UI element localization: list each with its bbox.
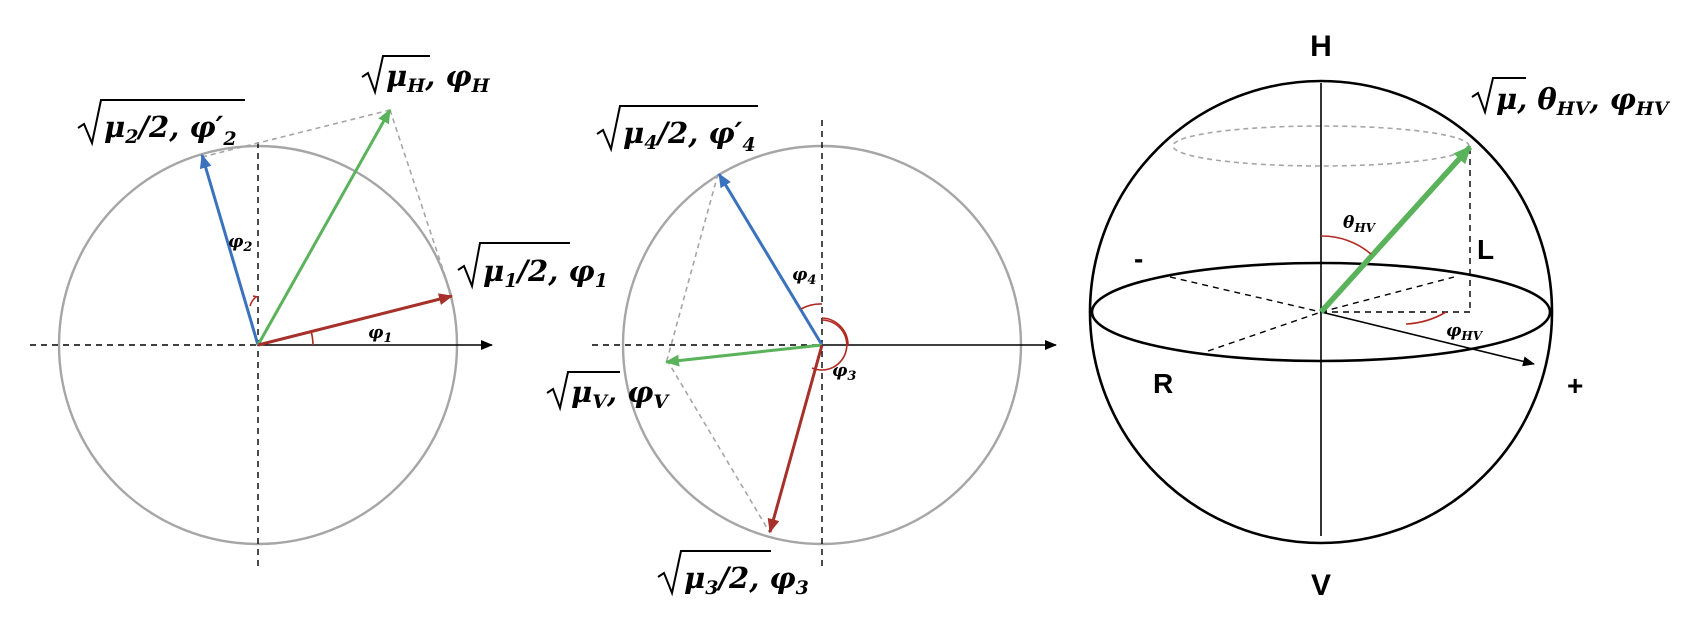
pole-label-H: H — [1310, 30, 1332, 63]
construction-edge-lower — [666, 359, 771, 534]
vector-mu3 — [767, 344, 824, 533]
construction-edge-upper — [666, 173, 719, 361]
panel-3-poincare-sphere: H V - + R L μ, θHV, φHV θHV φHV — [1088, 30, 1671, 602]
sqrt-sign-muV — [546, 371, 620, 412]
svg-text:μ4/2, φ′4: μ4/2, φ′4 — [623, 116, 756, 156]
label-phi4: φ4 — [792, 265, 816, 288]
axis-label-minus: - — [1134, 243, 1143, 274]
angle-arc-phi2-b — [249, 296, 257, 307]
label-phi-HV: φHV — [1446, 321, 1484, 343]
label-phi2: φ2 — [228, 232, 252, 255]
stokes-vector — [1318, 145, 1473, 314]
label-mu2: μ2/2, φ′2 — [77, 99, 245, 150]
angle-arc-phi1 — [310, 330, 314, 346]
label-phi1: φ1 — [368, 323, 392, 346]
parallelogram-edge-right — [389, 109, 453, 298]
sphere-outline — [1088, 79, 1554, 545]
sqrt-sign-mu3 — [657, 550, 771, 597]
label-muH: μH, φH — [361, 55, 491, 97]
svg-text:μV, φV: μV, φV — [571, 375, 670, 413]
angle-arc-theta — [1320, 235, 1372, 255]
angle-arc-phi4 — [800, 303, 823, 310]
vector-muV — [665, 343, 823, 367]
label-theta-HV: θHV — [1343, 213, 1377, 235]
axis-L-dashed — [1320, 276, 1455, 313]
vector-mu4 — [717, 173, 824, 346]
svg-text:μ1/2, φ1: μ1/2, φ1 — [483, 254, 608, 292]
panel-1: μ2/2, φ′2 μH, φH μ1/2, φ1 φ2 φ1 — [30, 55, 608, 566]
angle-arc-phi3 — [811, 319, 848, 371]
svg-text:μ3/2, φ3: μ3/2, φ3 — [684, 561, 809, 599]
label-mu4: μ4/2, φ′4 — [596, 105, 758, 156]
sqrt-sign-mu1 — [457, 242, 570, 290]
sqrt-sign-mu2 — [77, 99, 245, 147]
panel-2: μ4/2, φ′4 μV, φV μ3/2, φ3 φ4 φ3 — [546, 105, 1057, 599]
angle-arc-phi3-b — [821, 317, 849, 346]
label-stokes-vector: μ, θHV, φHV — [1471, 77, 1671, 120]
axis-label-R: R — [1153, 368, 1173, 399]
vector-mu2 — [199, 154, 260, 346]
sqrt-sign-mu — [1471, 77, 1526, 116]
label-muV: μV, φV — [546, 371, 670, 413]
axis-label-plus: + — [1567, 370, 1583, 401]
svg-text:μ2/2, φ′2: μ2/2, φ′2 — [104, 110, 237, 150]
svg-text:μ, θHV, φHV: μ, θHV, φHV — [1496, 82, 1671, 120]
sqrt-sign-mu4 — [596, 105, 758, 153]
label-mu3: μ3/2, φ3 — [657, 550, 809, 599]
sqrt-sign-muH — [361, 55, 430, 96]
axis-plus — [1320, 311, 1535, 367]
axis-label-L: L — [1477, 234, 1494, 265]
angle-arc-phiHV — [1405, 311, 1447, 325]
axis-R-dashed — [1207, 311, 1322, 352]
svg-text:μH, φH: μH, φH — [386, 59, 491, 97]
vector-muH — [256, 109, 392, 346]
vector-mu1 — [257, 293, 453, 347]
pole-label-V: V — [1311, 569, 1331, 602]
axis-minus-dashed — [1169, 276, 1322, 313]
label-phi3: φ3 — [832, 361, 856, 384]
label-mu1: μ1/2, φ1 — [457, 242, 608, 292]
